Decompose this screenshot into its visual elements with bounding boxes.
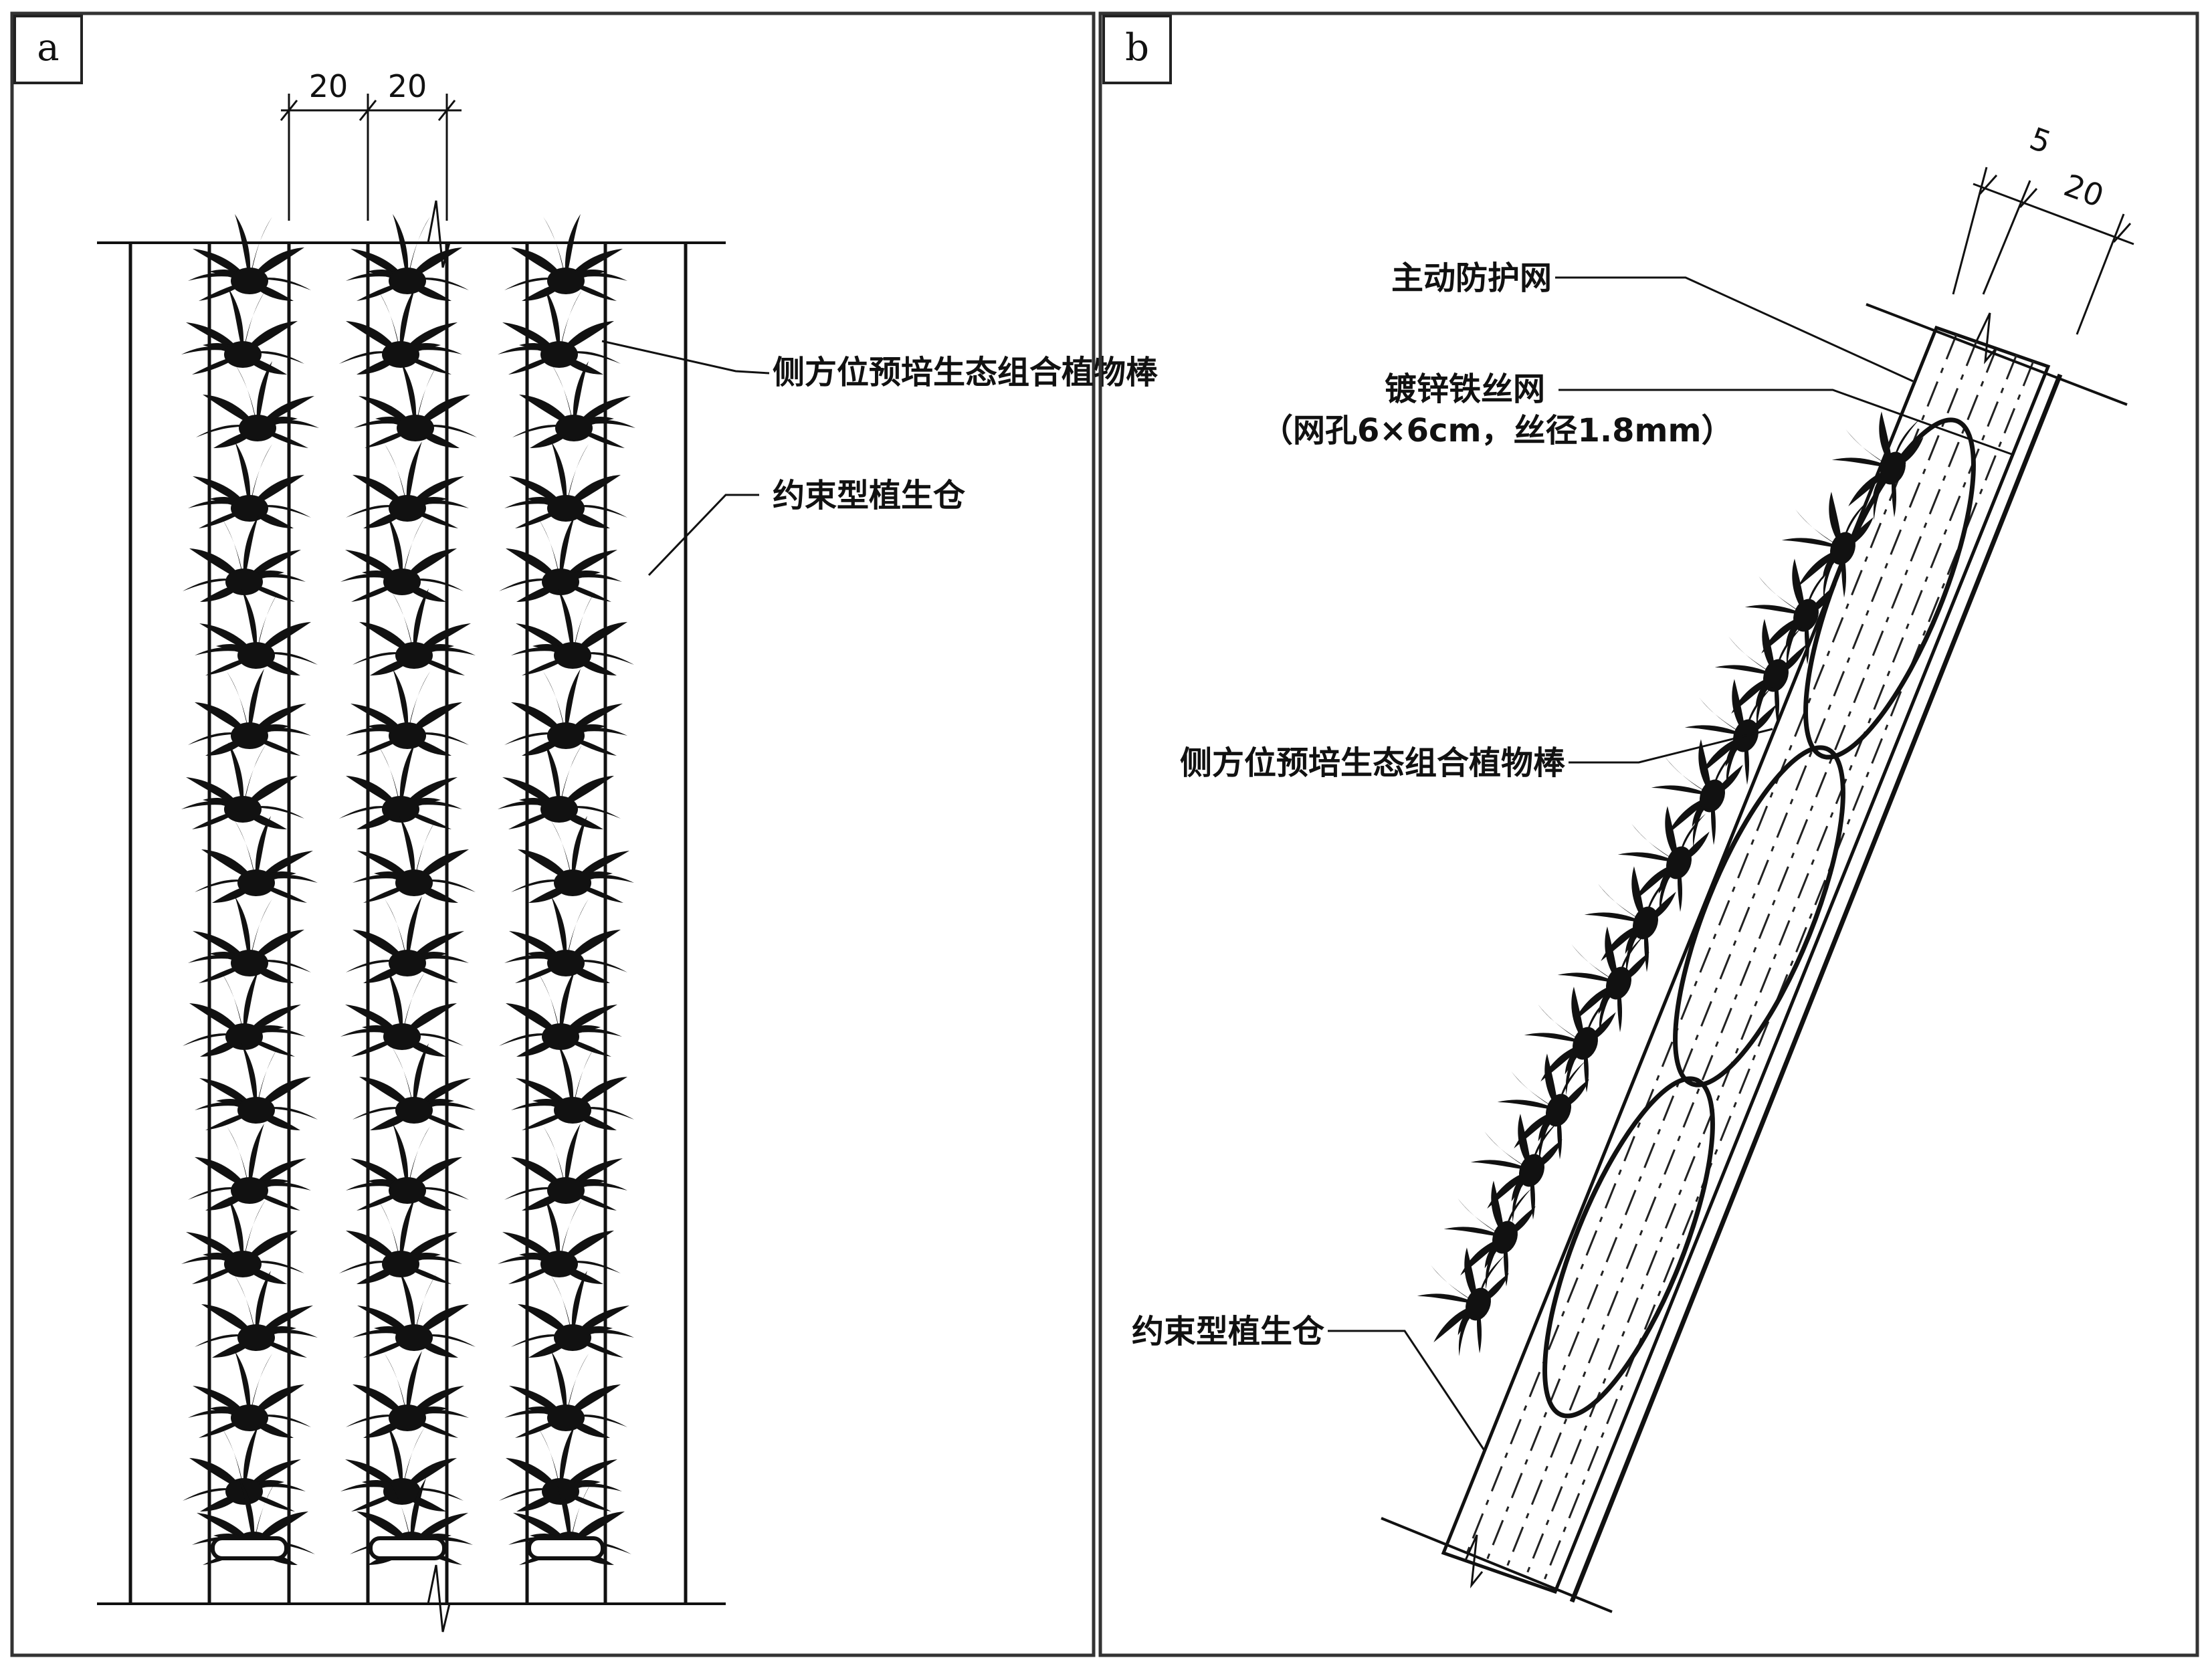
label-mesh-spec: （网孔6×6cm，丝径1.8mm） [1261, 412, 1734, 449]
slope-hatching [1464, 334, 2035, 1587]
panel-a-frame [10, 11, 1096, 1657]
panel-a: a 20 20 [10, 11, 1159, 1657]
leader-plant-rod-b [1569, 728, 1773, 764]
dim-label-large: 20 [2059, 167, 2108, 215]
break-symbol-b-top [1975, 312, 1998, 364]
slope-strip [1441, 325, 2051, 1594]
break-symbol-b-bottom [1464, 1534, 1484, 1588]
leader-growth-bin-b [1328, 1330, 1486, 1452]
growth-bins-b [1542, 417, 1976, 1419]
leader-wire-mesh [1559, 389, 2014, 456]
label-wire-mesh: 镀锌铁丝网 [1385, 371, 1545, 408]
slope-lines [128, 243, 688, 1604]
dimension-b [1952, 167, 2134, 335]
label-plant-rod-b: 侧方位预培生态组合植物棒 [1180, 744, 1566, 782]
panel-b: b [1098, 11, 2199, 1657]
label-growth-bin-a: 约束型植生仓 [773, 477, 966, 514]
dim-label-2: 20 [388, 68, 427, 104]
panel-a-letter: a [37, 26, 59, 70]
bottom-break-line-b [1381, 1517, 1613, 1613]
leader-plant-rod-a [601, 340, 770, 375]
leader-growth-bin-a [647, 494, 759, 577]
dimension-a [280, 94, 462, 221]
dim-label-small: 5 [2025, 120, 2055, 161]
label-growth-bin-b: 约束型植生仓 [1132, 1313, 1325, 1350]
label-plant-rod-a: 侧方位预培生态组合植物棒 [773, 354, 1159, 391]
slope-surface-line [1569, 373, 2063, 1603]
panel-a-letter-box [13, 15, 83, 84]
top-break-line-b [1866, 303, 2128, 406]
leader-active-net [1555, 276, 1914, 383]
break-symbol-bottom [427, 1564, 451, 1633]
panel-b-letter: b [1125, 26, 1149, 70]
label-active-net: 主动防护网 [1391, 259, 1552, 297]
panel-b-frame [1098, 11, 2199, 1657]
dim-label-1: 20 [309, 68, 348, 104]
panel-b-letter-box [1102, 15, 1172, 84]
plant-rod-column-3 [498, 214, 635, 1565]
plant-rod-column-2 [339, 214, 477, 1565]
plant-rod-column-1 [181, 214, 319, 1565]
